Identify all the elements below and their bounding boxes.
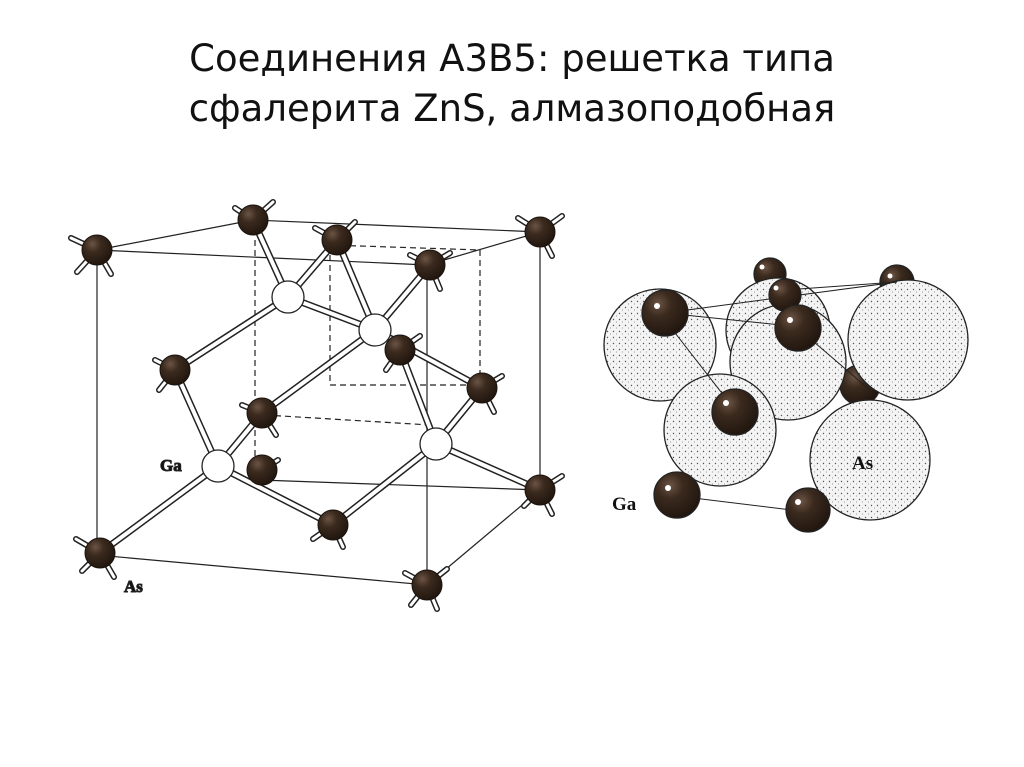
ga-atom (774, 304, 822, 352)
slide-title-line-1: Соединения A3B5: решетка типа (189, 37, 835, 80)
slide-title: Соединения A3B5: решетка типа сфалерита … (0, 34, 1024, 134)
ball-and-stick-model: Ga As (68, 199, 565, 612)
as-atoms (81, 204, 556, 601)
ga-atoms (201, 280, 453, 483)
as-atom (809, 399, 931, 521)
ga-label-right: Ga (612, 494, 637, 515)
as-label-right: As (852, 453, 873, 474)
ga-atom (785, 487, 831, 533)
as-label-left: As (124, 577, 143, 596)
ga-atom (641, 289, 689, 337)
as-atom (847, 279, 969, 401)
ga-atom (653, 471, 701, 519)
slide-title-line-2: сфалерита ZnS, алмазоподобная (188, 87, 836, 130)
space-filling-model: As Ga (603, 257, 969, 533)
ga-label-left: Ga (160, 456, 182, 475)
ga-atom (711, 388, 759, 436)
